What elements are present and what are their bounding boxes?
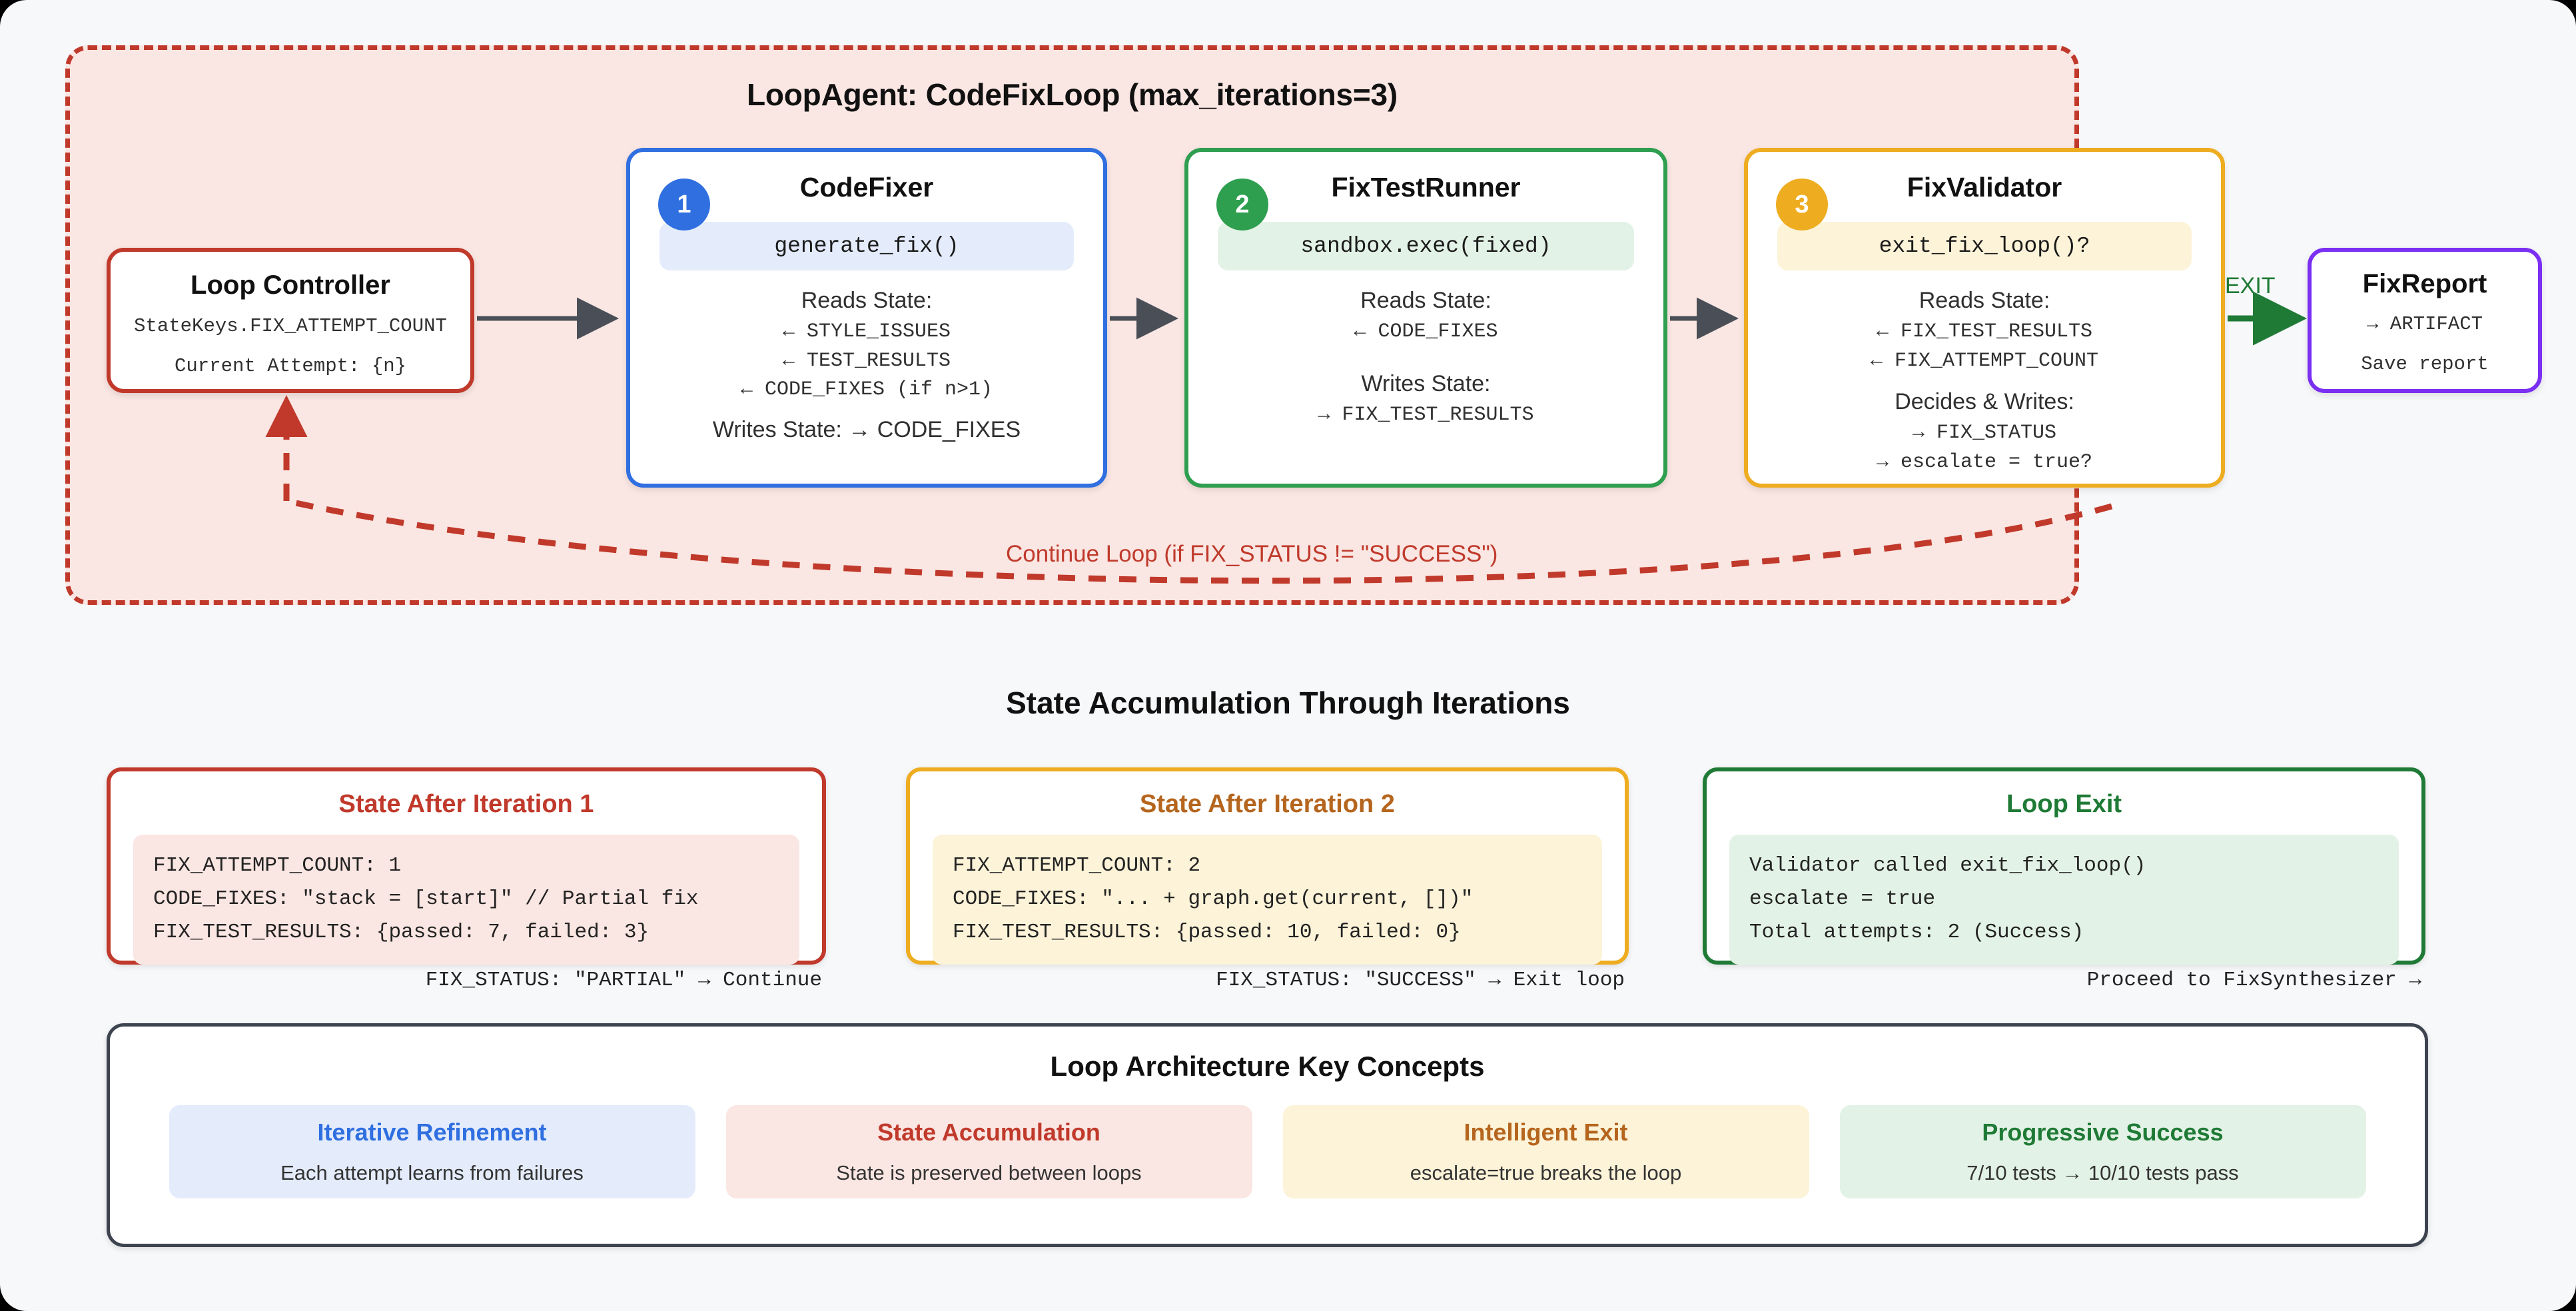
agent-title-codefixer: CodeFixer	[799, 172, 934, 203]
state-line: FIX_ATTEMPT_COUNT: 2	[953, 854, 1201, 877]
fixreport-artifact: → ARTIFACT	[2366, 313, 2483, 335]
state-line: FIX_TEST_RESULTS: {passed: 10, failed: 0…	[953, 921, 1461, 945]
state-line: Total attempts: 2 (Success)	[1749, 921, 2084, 945]
writes-state-item: → FIX_TEST_RESULTS	[1318, 403, 1534, 426]
agent-method-chip-codefixer: generate_fix()	[659, 222, 1074, 270]
body-spacer	[1188, 347, 1663, 364]
writes-state-inline: Writes State: → CODE_FIXES	[712, 416, 1021, 442]
fixreport-title: FixReport	[2362, 269, 2487, 298]
state-line: escalate = true	[1749, 887, 1936, 911]
concept-name: Progressive Success	[1982, 1118, 2224, 1146]
agent-card-codefixer[interactable]: 1 CodeFixer generate_fix() Reads State: …	[626, 148, 1107, 488]
reads-state-item: ← CODE_FIXES	[1354, 320, 1498, 343]
concept-card-iterative-refinement[interactable]: Iterative Refinement Each attempt learns…	[169, 1105, 695, 1198]
agent-card-fixvalidator[interactable]: 3 FixValidator exit_fix_loop()? Reads St…	[1744, 148, 2225, 488]
state-card-footer: FIX_STATUS: "PARTIAL" → Continue	[425, 968, 822, 992]
state-accumulation-heading: State Accumulation Through Iterations	[1006, 685, 1570, 720]
concept-desc: State is preserved between loops	[836, 1161, 1142, 1184]
key-concepts-title: Loop Architecture Key Concepts	[1050, 1051, 1485, 1082]
state-line: FIX_TEST_RESULTS: {passed: 7, failed: 3}	[153, 921, 649, 945]
concept-name: State Accumulation	[877, 1118, 1100, 1146]
state-card-iteration-2[interactable]: State After Iteration 2 FIX_ATTEMPT_COUN…	[906, 767, 1629, 992]
agent-method-chip-fixvalidator: exit_fix_loop()?	[1777, 222, 2192, 270]
state-card-title: Loop Exit	[2006, 790, 2122, 818]
state-line: Validator called exit_fix_loop()	[1749, 854, 2146, 877]
agent-body-fixvalidator: Reads State: ← FIX_TEST_RESULTS ← FIX_AT…	[1748, 288, 2221, 477]
loop-controller-statekey: StateKeys.FIX_ATTEMPT_COUNT	[134, 315, 447, 337]
reads-state-item: ← FIX_TEST_RESULTS	[1876, 320, 2093, 343]
writes-state-item-overflow: → escalate = true?	[1876, 450, 2093, 474]
state-card-iteration-1[interactable]: State After Iteration 1 FIX_ATTEMPT_COUN…	[107, 767, 826, 992]
loop-controller-attempt: Current Attempt: {n}	[174, 355, 407, 378]
concept-desc: escalate=true breaks the loop	[1410, 1161, 1682, 1184]
agent-method-chip-fixtestrunner: sandbox.exec(fixed)	[1218, 222, 1634, 270]
loop-title: LoopAgent: CodeFixLoop (max_iterations=3…	[746, 77, 1398, 112]
concept-card-state-accumulation[interactable]: State Accumulation State is preserved be…	[725, 1105, 1252, 1198]
writes-state-item: → FIX_STATUS	[1912, 422, 2057, 444]
state-card-title: State After Iteration 1	[338, 790, 594, 818]
state-card-body: FIX_ATTEMPT_COUNT: 1 CODE_FIXES: "stack …	[133, 835, 799, 965]
fixreport-node[interactable]: FixReport → ARTIFACT Save report	[2308, 248, 2542, 393]
agent-title-fixvalidator: FixValidator	[1907, 172, 2062, 203]
key-concepts-panel: Loop Architecture Key Concepts Iterative…	[107, 1023, 2428, 1247]
state-card-body: FIX_ATTEMPT_COUNT: 2 CODE_FIXES: "... + …	[933, 835, 1602, 965]
writes-state-label: Writes State:	[1361, 370, 1491, 396]
state-card-title: State After Iteration 2	[1140, 790, 1395, 818]
reads-state-label: Reads State:	[1919, 288, 2050, 313]
state-card-body: Validator called exit_fix_loop() escalat…	[1729, 835, 2399, 965]
continue-loop-label: Continue Loop (if FIX_STATUS != "SUCCESS…	[1006, 541, 1498, 567]
reads-state-label: Reads State:	[1360, 288, 1492, 313]
agent-body-fixtestrunner: Reads State: ← CODE_FIXES Writes State: …	[1188, 288, 1663, 430]
concept-desc: Each attempt learns from failures	[280, 1161, 584, 1184]
step-badge-3: 3	[1776, 179, 1828, 230]
agent-body-codefixer: Reads State: ← STYLE_ISSUES ← TEST_RESUL…	[630, 288, 1103, 443]
concept-card-progressive-success[interactable]: Progressive Success 7/10 tests → 10/10 t…	[1839, 1105, 2366, 1198]
state-card-loop-exit[interactable]: Loop Exit Validator called exit_fix_loop…	[1703, 767, 2425, 992]
state-card-footer: Proceed to FixSynthesizer →	[2086, 968, 2421, 992]
step-badge-2: 2	[1216, 179, 1268, 230]
concept-name: Intelligent Exit	[1464, 1118, 1628, 1146]
loop-controller-node[interactable]: Loop Controller StateKeys.FIX_ATTEMPT_CO…	[107, 248, 474, 393]
reads-state-item: ← STYLE_ISSUES	[782, 320, 951, 343]
reads-state-item: ← FIX_ATTEMPT_COUNT	[1870, 349, 2099, 372]
concept-card-intelligent-exit[interactable]: Intelligent Exit escalate=true breaks th…	[1282, 1105, 1809, 1198]
reads-state-item: ← TEST_RESULTS	[782, 349, 951, 372]
state-line: CODE_FIXES: "... + graph.get(current, []…	[953, 887, 1474, 911]
decides-writes-label: Decides & Writes:	[1895, 389, 2074, 414]
agent-card-fixtestrunner[interactable]: 2 FixTestRunner sandbox.exec(fixed) Read…	[1184, 148, 1667, 488]
state-card-footer: FIX_STATUS: "SUCCESS" → Exit loop	[1216, 968, 1625, 992]
reads-state-item: ← CODE_FIXES (if n>1)	[740, 378, 993, 401]
key-concepts-row: Iterative Refinement Each attempt learns…	[110, 1105, 2425, 1198]
step-badge-1: 1	[658, 179, 710, 230]
concept-name: Iterative Refinement	[317, 1118, 547, 1146]
state-line: FIX_ATTEMPT_COUNT: 1	[153, 854, 402, 877]
reads-state-label: Reads State:	[801, 288, 933, 313]
fixreport-save: Save report	[2361, 352, 2489, 375]
concept-desc: 7/10 tests → 10/10 tests pass	[1966, 1161, 2239, 1184]
state-line: CODE_FIXES: "stack = [start]" // Partial…	[153, 887, 699, 911]
exit-edge-label: EXIT	[2225, 273, 2276, 298]
agent-title-fixtestrunner: FixTestRunner	[1331, 172, 1521, 203]
loop-controller-title: Loop Controller	[191, 270, 390, 300]
